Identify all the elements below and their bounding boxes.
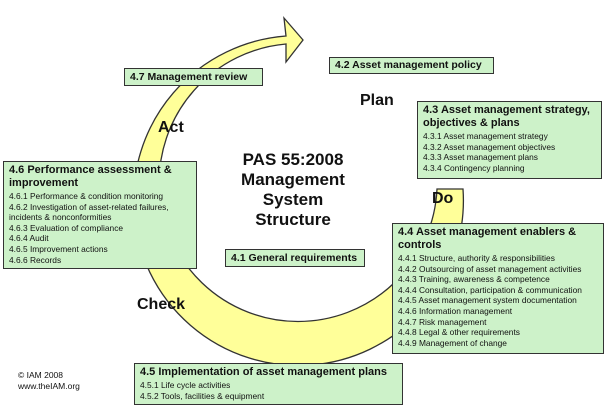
performance-item-list: 4.6.1 Performance & condition monitoring…: [9, 191, 191, 265]
list-item: 4.5.1 Life cycle activities: [140, 380, 231, 390]
title-line-3: System: [262, 190, 324, 209]
list-item: 4.6.2 Investigation of asset-related fai…: [9, 201, 169, 212]
list-item: 4.4.7 Risk management: [398, 316, 487, 327]
title-line-2: Management: [241, 170, 345, 189]
list-item: 4.4.3 Training, awareness & competence: [398, 274, 550, 285]
list-item: 4.4.9 Management of change: [398, 337, 507, 348]
copyright-notice: © IAM 2008 www.theIAM.org: [18, 370, 80, 392]
list-item: 4.4.8 Legal & other requirements: [398, 327, 520, 338]
list-item: incidents & nonconformities: [9, 212, 112, 223]
website-line: www.theIAM.org: [18, 381, 80, 391]
box-strategy-objectives-plans: 4.3 Asset management strategy, objective…: [417, 101, 602, 179]
list-item: 4.6.6 Records: [9, 254, 62, 265]
list-item: 4.6.1 Performance & condition monitoring: [9, 191, 164, 201]
enablers-item-list: 4.4.1 Structure, authority & responsibil…: [398, 253, 598, 348]
list-item: 4.3.1 Asset management strategy: [423, 131, 548, 141]
phase-do-label: Do: [432, 190, 454, 207]
diagram-title: PAS 55:2008 Management System Structure: [212, 150, 374, 230]
phase-plan-label: Plan: [360, 92, 394, 109]
title-line-4: Structure: [255, 210, 331, 229]
box-enablers-controls: 4.4 Asset management enablers & controls…: [392, 223, 604, 354]
phase-act-label: Act: [158, 119, 184, 136]
box-title: 4.7 Management review: [130, 71, 248, 83]
list-item: 4.4.5 Asset management system documentat…: [398, 295, 577, 306]
title-line-1: PAS 55:2008: [242, 150, 344, 169]
list-item: 4.3.2 Asset management objectives: [423, 141, 556, 152]
box-general-requirements: 4.1 General requirements: [225, 249, 365, 267]
box-title: 4.6 Performance assessment & improvement: [9, 164, 172, 189]
strategy-item-list: 4.3.1 Asset management strategy 4.3.2 As…: [423, 131, 596, 173]
box-implementation: 4.5 Implementation of asset management p…: [134, 363, 403, 405]
list-item: 4.6.5 Improvement actions: [9, 243, 108, 254]
list-item: 4.4.4 Consultation, participation & comm…: [398, 284, 582, 295]
box-title: 4.1 General requirements: [231, 252, 358, 264]
list-item: 4.3.4 Contingency planning: [423, 162, 525, 173]
box-management-review: 4.7 Management review: [124, 68, 263, 86]
box-title: 4.2 Asset management policy: [335, 59, 482, 71]
list-item: 4.4.2 Outsourcing of asset management ac…: [398, 263, 582, 274]
list-item: 4.5.2 Tools, facilities & equipment: [140, 390, 265, 401]
box-title: 4.4 Asset management enablers & controls: [398, 226, 577, 251]
implementation-item-list: 4.5.1 Life cycle activities 4.5.2 Tools,…: [140, 380, 397, 401]
phase-check-label: Check: [137, 296, 186, 313]
copyright-line: © IAM 2008: [18, 370, 64, 380]
list-item: 4.6.4 Audit: [9, 233, 49, 244]
box-title: 4.5 Implementation of asset management p…: [140, 366, 387, 378]
list-item: 4.4.1 Structure, authority & responsibil…: [398, 253, 555, 263]
box-asset-management-policy: 4.2 Asset management policy: [329, 57, 494, 74]
box-performance-assessment: 4.6 Performance assessment & improvement…: [3, 161, 197, 269]
box-title: 4.3 Asset management strategy, objective…: [423, 104, 590, 129]
list-item: 4.4.6 Information management: [398, 305, 513, 316]
list-item: 4.3.3 Asset management plans: [423, 152, 538, 163]
list-item: 4.6.3 Evaluation of compliance: [9, 222, 124, 233]
